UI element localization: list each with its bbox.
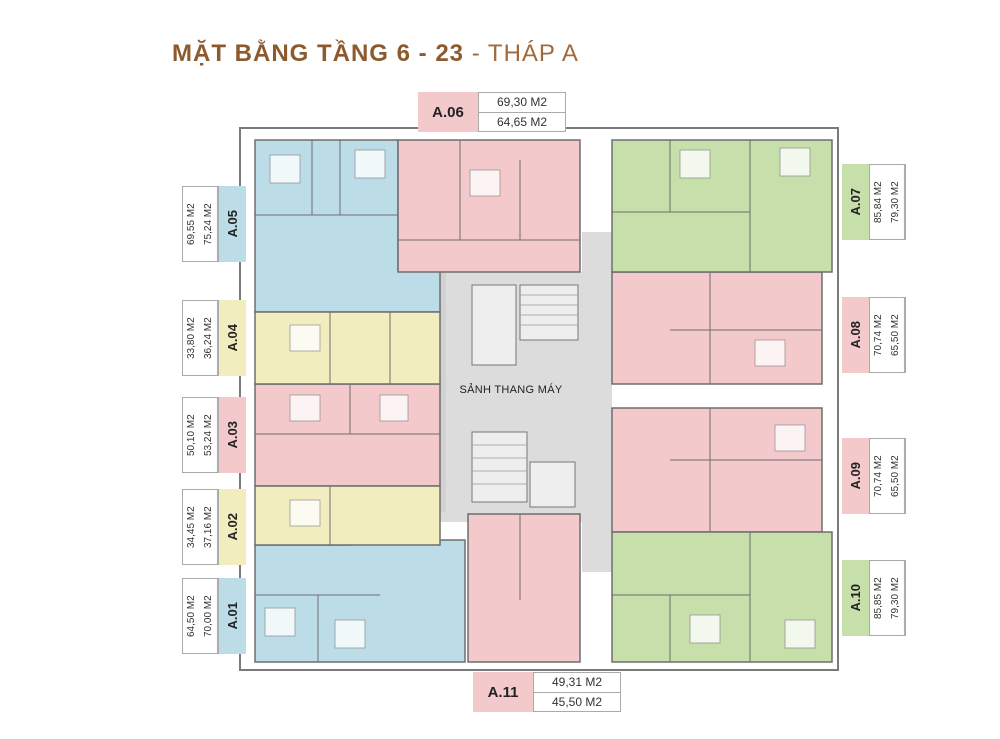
unit-areas: 50,10 M2 53,24 M2 — [182, 397, 219, 473]
unit-label-a04: 33,80 M2 36,24 M2 A.04 — [182, 300, 246, 376]
stair-north — [519, 284, 579, 341]
unit-code: A.05 — [218, 186, 246, 262]
unit-area-1: 49,31 M2 — [551, 675, 603, 690]
unit-a07-plan — [611, 139, 833, 273]
unit-label-a11: A.11 49,31 M2 45,50 M2 — [473, 672, 621, 712]
stair-south — [471, 431, 528, 503]
unit-areas: 69,55 M2 75,24 M2 — [182, 186, 219, 262]
unit-label-a03: 50,10 M2 53,24 M2 A.03 — [182, 397, 246, 473]
bed — [754, 339, 786, 367]
unit-code: A.03 — [218, 397, 246, 473]
page-title: MẶT BẰNG TẦNG 6 - 23 - THÁP A — [172, 40, 579, 68]
title-separator: - — [471, 40, 481, 67]
unit-areas: 69,30 M2 64,65 M2 — [478, 92, 566, 132]
lift-shaft-north — [471, 284, 517, 366]
unit-code: A.04 — [218, 300, 246, 376]
unit-area-2: 45,50 M2 — [534, 691, 620, 712]
unit-area-2: 34,45 M2 — [185, 506, 197, 548]
core-corridor-left — [436, 272, 446, 512]
unit-label-a06: A.06 69,30 M2 64,65 M2 — [418, 92, 566, 132]
unit-a10-plan — [611, 531, 833, 663]
unit-area-2: 79,30 M2 — [887, 165, 905, 239]
bed — [774, 424, 806, 452]
unit-a06-plan — [397, 139, 581, 273]
unit-a04-plan — [254, 311, 441, 385]
unit-label-a07: A.07 85,84 M2 79,30 M2 — [842, 164, 906, 240]
unit-area-1: 85,85 M2 — [873, 577, 885, 619]
unit-code: A.10 — [842, 560, 870, 636]
bed — [289, 324, 321, 352]
unit-areas: 64,50 M2 70,00 M2 — [182, 578, 219, 654]
unit-code: A.09 — [842, 438, 870, 514]
unit-label-a09: A.09 70,74 M2 65,50 M2 — [842, 438, 906, 514]
unit-area-2: 65,50 M2 — [887, 439, 905, 513]
unit-area-2: 65,50 M2 — [887, 298, 905, 372]
unit-code: A.01 — [218, 578, 246, 654]
unit-code: A.08 — [842, 297, 870, 373]
bed — [779, 147, 811, 177]
unit-label-a08: A.08 70,74 M2 65,50 M2 — [842, 297, 906, 373]
unit-areas: 70,74 M2 65,50 M2 — [869, 297, 906, 373]
bed — [289, 499, 321, 527]
bed — [469, 169, 501, 197]
unit-a02-plan — [254, 485, 441, 546]
unit-label-a10: A.10 85,85 M2 79,30 M2 — [842, 560, 906, 636]
lift-shaft-south — [529, 461, 576, 508]
unit-area-2: 69,55 M2 — [185, 203, 197, 245]
unit-label-a01: 64,50 M2 70,00 M2 A.01 — [182, 578, 246, 654]
bed — [689, 614, 721, 644]
unit-area-2: 50,10 M2 — [185, 414, 197, 456]
bed — [264, 607, 296, 637]
unit-area-2: 64,50 M2 — [185, 595, 197, 637]
unit-area-1: 70,74 M2 — [873, 314, 885, 356]
unit-a11-plan — [467, 513, 581, 663]
unit-areas: 49,31 M2 45,50 M2 — [533, 672, 621, 712]
unit-areas: 33,80 M2 36,24 M2 — [182, 300, 219, 376]
title-main: MẶT BẰNG TẦNG 6 - 23 — [172, 40, 465, 67]
bed — [379, 394, 409, 422]
unit-code: A.02 — [218, 489, 246, 565]
unit-a03-plan — [254, 383, 441, 487]
unit-code: A.11 — [473, 672, 533, 712]
bed — [679, 149, 711, 179]
unit-area-2: 79,30 M2 — [887, 561, 905, 635]
unit-area-1: 37,16 M2 — [199, 490, 218, 564]
unit-code: A.07 — [842, 164, 870, 240]
unit-areas: 85,84 M2 79,30 M2 — [869, 164, 906, 240]
unit-label-a05: 69,55 M2 75,24 M2 A.05 — [182, 186, 246, 262]
unit-label-a02: 34,45 M2 37,16 M2 A.02 — [182, 489, 246, 565]
bed — [334, 619, 366, 649]
unit-areas: 70,74 M2 65,50 M2 — [869, 438, 906, 514]
unit-area-1: 53,24 M2 — [199, 398, 218, 472]
unit-area-1: 70,74 M2 — [873, 455, 885, 497]
title-tower: THÁP A — [487, 40, 579, 67]
unit-areas: 85,85 M2 79,30 M2 — [869, 560, 906, 636]
unit-area-1: 85,84 M2 — [873, 181, 885, 223]
core-corridor-vertical — [582, 232, 612, 572]
bed — [354, 149, 386, 179]
unit-code: A.06 — [418, 92, 478, 132]
lift-lobby-label: SẢNH THANG MÁY — [459, 384, 563, 396]
bed — [289, 394, 321, 422]
unit-area-1: 36,24 M2 — [199, 301, 218, 375]
unit-area-2: 33,80 M2 — [185, 317, 197, 359]
bed — [269, 154, 301, 184]
unit-area-1: 75,24 M2 — [199, 187, 218, 261]
unit-area-2: 64,65 M2 — [479, 111, 565, 132]
unit-area-1: 69,30 M2 — [496, 95, 548, 110]
bed — [784, 619, 816, 649]
unit-area-1: 70,00 M2 — [199, 579, 218, 653]
unit-areas: 34,45 M2 37,16 M2 — [182, 489, 219, 565]
unit-a08-plan — [611, 271, 823, 385]
